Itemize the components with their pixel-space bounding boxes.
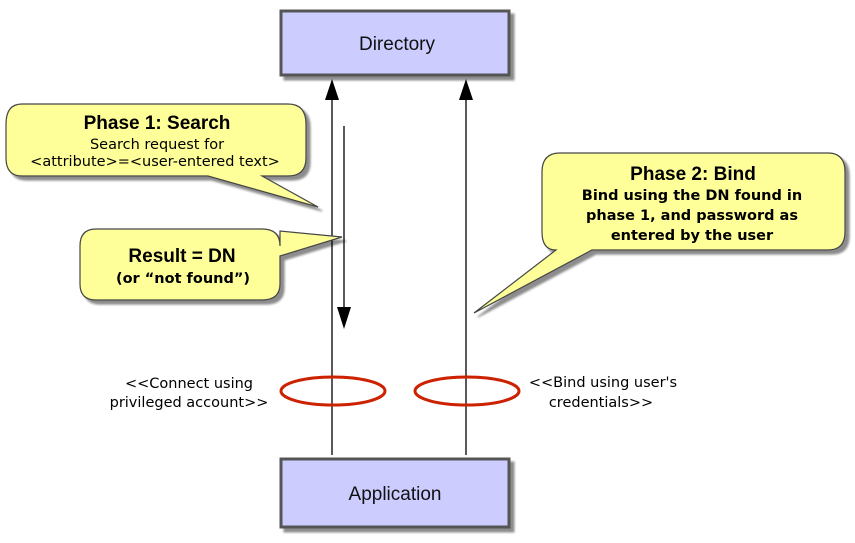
application-box: Application [279, 457, 511, 529]
result-down-arrowhead [337, 307, 351, 329]
bind-note: <<Bind using user's credentials>> [529, 375, 677, 411]
phase1-line1: Search request for [90, 137, 224, 153]
phase1-title: Phase 1: Search [84, 113, 231, 134]
connect-ellipse [279, 375, 387, 407]
result-line1: (or “not found”) [116, 271, 250, 287]
result-callout: Result = DN (or “not found”) [79, 228, 343, 301]
bind-note-line2: credentials>> [549, 395, 653, 411]
connect-note-line1: <<Connect using [125, 376, 253, 392]
right-up-arrowhead [459, 79, 473, 100]
directory-label: Directory [359, 34, 436, 55]
bind-note-line1: <<Bind using user's [529, 375, 677, 391]
phase2-title: Phase 2: Bind [630, 164, 756, 185]
phase1-callout: Phase 1: Search Search request for <attr… [5, 103, 319, 208]
connect-note: <<Connect using privileged account>> [110, 376, 269, 411]
phase2-line3: entered by the user [611, 228, 774, 244]
connect-note-line2: privileged account>> [110, 395, 269, 411]
phase1-line2: <attribute>=<user-entered text> [30, 154, 280, 170]
directory-box: Directory [279, 9, 511, 77]
phase2-callout: Phase 2: Bind Bind using the DN found in… [473, 152, 846, 314]
phase2-line2: phase 1, and password as [586, 208, 798, 224]
bind-ellipse [413, 375, 521, 407]
arrows [325, 79, 473, 455]
application-label: Application [349, 484, 442, 505]
phase2-line1: Bind using the DN found in [582, 188, 802, 204]
result-title: Result = DN [128, 246, 235, 267]
left-up-arrowhead [325, 79, 339, 100]
